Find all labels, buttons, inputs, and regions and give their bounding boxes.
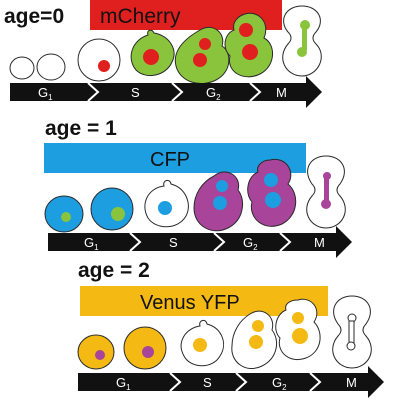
nucleus-yfp xyxy=(252,320,264,332)
cell-g1-blue-large xyxy=(90,187,134,231)
phase-arrow-bar xyxy=(10,83,308,101)
nucleus-cfp xyxy=(265,192,281,208)
phase-divider xyxy=(213,232,226,252)
nucleus-empty xyxy=(346,341,356,351)
nucleus-mcherry xyxy=(193,53,207,67)
nucleus-green xyxy=(111,207,125,221)
spindle-magenta xyxy=(324,178,329,202)
phase-arrow-head xyxy=(306,76,322,108)
nucleus-green xyxy=(297,47,307,57)
cell-g1-large xyxy=(77,38,121,82)
phase-arrow-bar xyxy=(78,373,370,391)
reporter-label-mcherry: mCherry xyxy=(100,5,181,28)
phase-label-g2: G2 xyxy=(272,375,287,392)
nucleus-magenta xyxy=(95,350,105,360)
reporter-label-yfp: Venus YFP xyxy=(140,292,240,314)
panel-age-0: mCherry age=0 xyxy=(4,0,322,108)
nucleus-cfp xyxy=(213,196,227,210)
nucleus-magenta xyxy=(142,346,154,358)
panel-age-1: age = 1 CFP xyxy=(44,117,352,258)
phase-label-m: M xyxy=(346,375,357,390)
nucleus-cfp xyxy=(264,173,278,187)
phase-divider xyxy=(171,82,184,102)
phase-arrow-2: G1 S G2 M xyxy=(78,366,384,398)
phase-divider xyxy=(309,372,322,392)
spindle-empty xyxy=(348,320,355,344)
nucleus-mcherry xyxy=(98,60,110,72)
cell-g1-medium xyxy=(36,53,66,81)
age-label-1: age = 1 xyxy=(45,117,117,140)
spindle-green xyxy=(302,27,307,50)
cells-row-1 xyxy=(44,155,346,233)
phase-divider xyxy=(249,82,262,102)
phase-divider xyxy=(279,232,292,252)
nucleus-green xyxy=(61,212,71,222)
phase-label-m: M xyxy=(314,235,325,250)
age-label-0: age=0 xyxy=(4,5,64,28)
cell-g1-small xyxy=(9,56,35,80)
nucleus-mcherry xyxy=(143,49,159,65)
phase-label-g1: G1 xyxy=(116,375,131,392)
phase-divider xyxy=(87,82,100,102)
phase-label-s: S xyxy=(169,235,178,250)
phase-divider xyxy=(129,232,142,252)
nucleus-yfp xyxy=(249,335,263,349)
nucleus-cfp xyxy=(216,180,228,192)
nucleus-mcherry xyxy=(239,23,253,37)
nucleus-magenta xyxy=(321,199,331,209)
phase-label-s: S xyxy=(131,85,140,100)
nucleus-mcherry xyxy=(199,38,211,50)
nucleus-yfp xyxy=(292,328,308,344)
phase-label-g2: G2 xyxy=(206,85,221,102)
nucleus-yfp xyxy=(292,312,304,324)
reporter-label-cfp: CFP xyxy=(150,149,190,171)
nucleus-mcherry xyxy=(242,44,258,60)
phase-divider xyxy=(235,372,248,392)
phase-label-s: S xyxy=(203,375,212,390)
phase-arrow-1: G1 S G2 M xyxy=(48,226,352,258)
nucleus-yfp xyxy=(193,338,207,352)
phase-label-m: M xyxy=(276,85,287,100)
phase-divider xyxy=(169,372,182,392)
age-label-2: age = 2 xyxy=(78,259,150,282)
phase-label-g2: G2 xyxy=(243,235,258,252)
phase-arrow-head xyxy=(336,226,352,258)
nucleus-cfp xyxy=(158,201,172,215)
cells-row-0 xyxy=(9,5,322,84)
phase-arrow-bar xyxy=(48,233,338,251)
phase-label-g1: G1 xyxy=(84,235,99,252)
phase-arrow-head xyxy=(368,366,384,398)
cells-row-2 xyxy=(77,295,372,370)
phase-arrow-0: G1 S G2 M xyxy=(10,76,322,108)
phase-label-g1: G1 xyxy=(38,85,53,102)
panel-age-2: age = 2 Venus YFP xyxy=(77,259,384,398)
